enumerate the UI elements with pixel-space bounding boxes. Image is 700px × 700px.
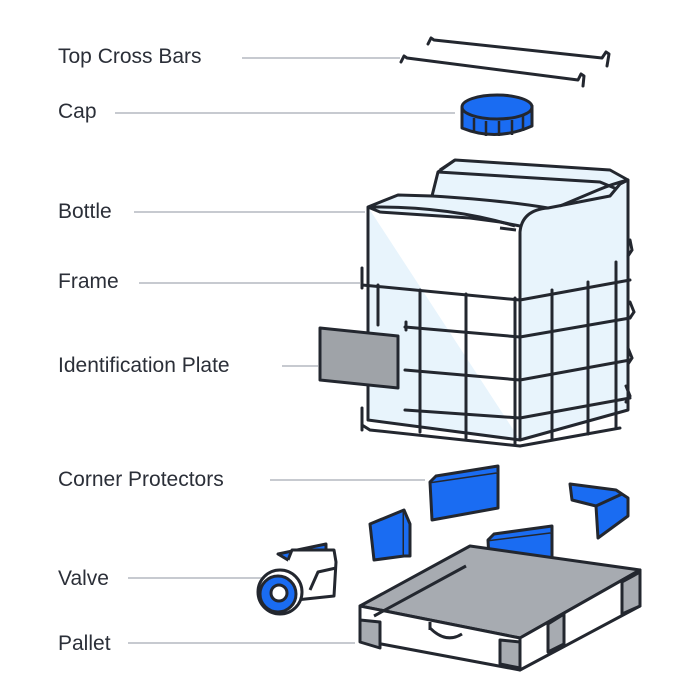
label-frame: Frame [58,270,119,293]
label-valve: Valve [58,567,109,590]
label-identification-plate: Identification Plate [58,354,230,377]
bottle [366,158,630,442]
cap [460,93,534,137]
label-bottle: Bottle [58,200,112,223]
label-top-cross-bars: Top Cross Bars [58,45,202,68]
corner-protectors [368,464,630,580]
frame-rail [360,283,522,302]
cross-bar-1 [426,36,611,68]
top-cross-bars [399,36,611,88]
pallet [358,544,642,672]
label-pallet: Pallet [58,632,111,655]
leader-lines [115,57,455,644]
frame [360,238,636,448]
label-cap: Cap [58,100,97,123]
valve [256,542,338,616]
identification-plate [318,326,400,390]
cross-bar-2 [399,54,586,88]
label-corner-protectors: Corner Protectors [58,468,224,491]
